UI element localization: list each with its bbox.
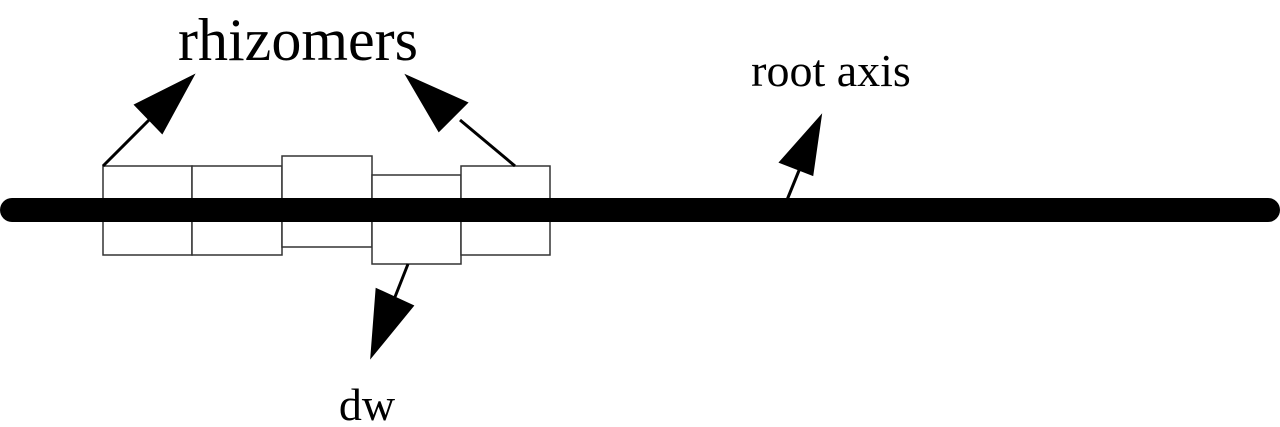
rhizomer-arrow-right (459, 118, 516, 168)
arrows (101, 73, 823, 360)
arrow-head-icon (370, 287, 415, 360)
root-axis-arrow (785, 167, 802, 201)
arrow-head-icon (778, 113, 823, 177)
arrow-head-icon (404, 73, 469, 133)
arrow-head-icon (133, 73, 196, 135)
dw-label: dw (339, 379, 396, 427)
root-axis-label: root axis (751, 45, 911, 96)
rhizomer-arrow-left (101, 117, 152, 168)
rhizomers-label: rhizomers (178, 7, 418, 73)
dw-arrow (391, 263, 410, 303)
